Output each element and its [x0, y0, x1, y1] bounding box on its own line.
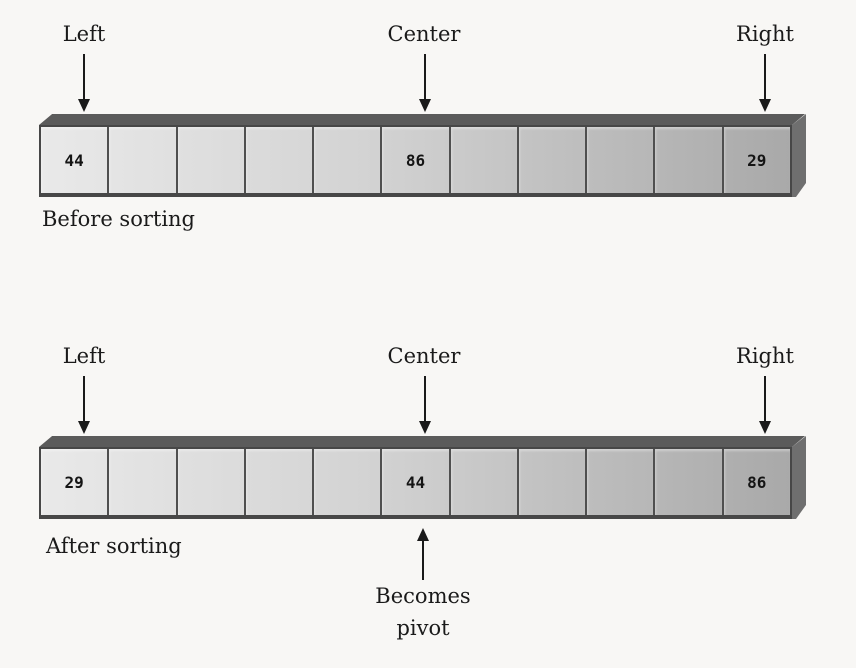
array-cell — [655, 449, 724, 515]
array-cell: 29 — [41, 449, 110, 515]
array-cell — [314, 449, 383, 515]
down-arrow-icon — [758, 54, 771, 112]
array-cell — [109, 449, 178, 515]
pointer-label-right: Right — [736, 22, 794, 46]
down-arrow-icon — [77, 376, 90, 434]
bar-top-face — [39, 436, 806, 447]
bar-right-face — [792, 114, 806, 197]
down-arrow-icon — [758, 376, 771, 434]
arrow-shaft — [421, 540, 424, 580]
array-cell: 86 — [382, 127, 451, 193]
pointer-label-left: Left — [62, 344, 106, 368]
arrow-shaft — [82, 376, 85, 422]
array-cell — [587, 449, 656, 515]
arrow-head — [418, 421, 431, 434]
array-cell: 44 — [41, 127, 110, 193]
down-arrow-icon — [418, 54, 431, 112]
arrow-head — [77, 99, 90, 112]
array-cell: 29 — [724, 127, 790, 193]
caption-before-sorting: Before sorting — [42, 207, 195, 231]
array-cell — [451, 449, 519, 515]
up-arrow-icon — [416, 528, 429, 580]
arrow-shaft — [423, 376, 426, 422]
arrow-head — [418, 99, 431, 112]
array-cell — [246, 127, 315, 193]
arrow-head — [77, 421, 90, 434]
pivot-note-line1: Becomes — [375, 584, 471, 608]
array-cell — [587, 127, 656, 193]
array-bar-before: 44 86 29 — [39, 114, 807, 198]
array-cell — [178, 127, 246, 193]
arrow-head — [416, 528, 429, 541]
pointer-label-center: Center — [387, 22, 461, 46]
bar-top-face — [39, 114, 806, 125]
pointer-label-right: Right — [736, 344, 794, 368]
array-bar-after: 29 44 86 — [39, 436, 807, 520]
arrow-shaft — [763, 54, 766, 100]
array-cells-row: 44 86 29 — [39, 125, 792, 197]
array-cell — [314, 127, 383, 193]
caption-after-sorting: After sorting — [46, 534, 182, 558]
pivot-note: Becomes pivot — [375, 580, 470, 644]
arrow-head — [758, 421, 771, 434]
arrow-shaft — [82, 54, 85, 100]
array-cell — [519, 449, 588, 515]
array-cell — [109, 127, 178, 193]
arrow-head — [758, 99, 771, 112]
down-arrow-icon — [418, 376, 431, 434]
arrow-shaft — [763, 376, 766, 422]
array-cell — [655, 127, 724, 193]
array-cell: 44 — [382, 449, 451, 515]
pointer-label-left: Left — [62, 22, 106, 46]
bar-right-face — [792, 436, 806, 519]
array-cell — [519, 127, 588, 193]
array-cell — [451, 127, 519, 193]
array-cell — [178, 449, 246, 515]
array-cell — [246, 449, 315, 515]
array-cells-row: 29 44 86 — [39, 447, 792, 519]
array-cell: 86 — [724, 449, 790, 515]
pointer-label-center: Center — [387, 344, 461, 368]
arrow-shaft — [423, 54, 426, 100]
down-arrow-icon — [77, 54, 90, 112]
pivot-note-line2: pivot — [396, 616, 450, 640]
